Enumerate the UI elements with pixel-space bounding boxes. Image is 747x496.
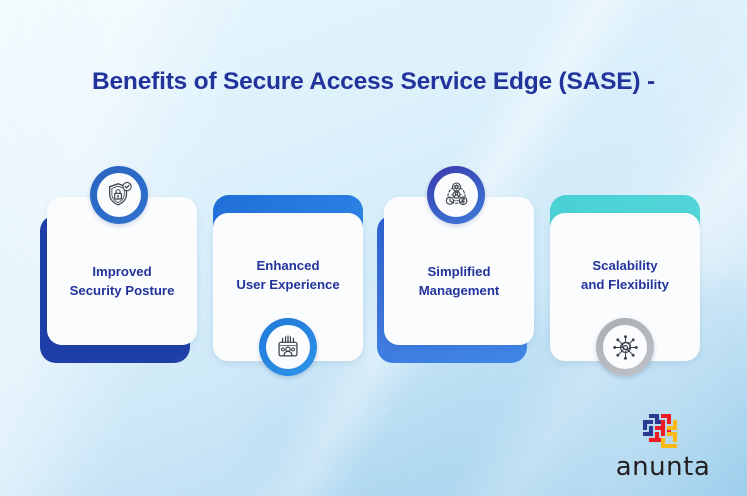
card-label: Simplified Management	[418, 263, 500, 298]
benefit-card-enhanced-user-experience[interactable]: Enhanced User Experience	[213, 195, 363, 376]
card-face: Improved Security Posture	[47, 197, 197, 345]
card-label: Scalability and Flexibility	[581, 257, 669, 292]
brand-logo-text: anunta	[615, 452, 711, 482]
benefit-card-simplified-management[interactable]: Simplified Management	[377, 166, 534, 363]
card-label: Enhanced User Experience	[236, 257, 340, 292]
benefit-card-scalability-and-flexibility[interactable]: Scalability and Flexibility	[550, 195, 700, 376]
card-icon-badge	[259, 318, 317, 376]
card-face: Enhanced User Experience	[213, 213, 363, 361]
page-title: Benefits of Secure Access Service Edge (…	[92, 68, 655, 95]
brand-logo: anunta	[603, 412, 723, 480]
card-icon-badge	[90, 166, 148, 224]
anunta-knot-logo-icon	[603, 412, 723, 452]
card-label: Improved Security Posture	[69, 263, 175, 298]
card-icon-badge	[596, 318, 654, 376]
card-icon-badge	[427, 166, 485, 224]
benefit-card-improved-security-posture[interactable]: Improved Security Posture	[40, 166, 197, 363]
gear-network-nodes-icon	[603, 325, 647, 369]
management-workflow-icon	[434, 173, 478, 217]
user-experience-people-icon	[266, 325, 310, 369]
shield-lock-check-icon	[97, 173, 141, 217]
